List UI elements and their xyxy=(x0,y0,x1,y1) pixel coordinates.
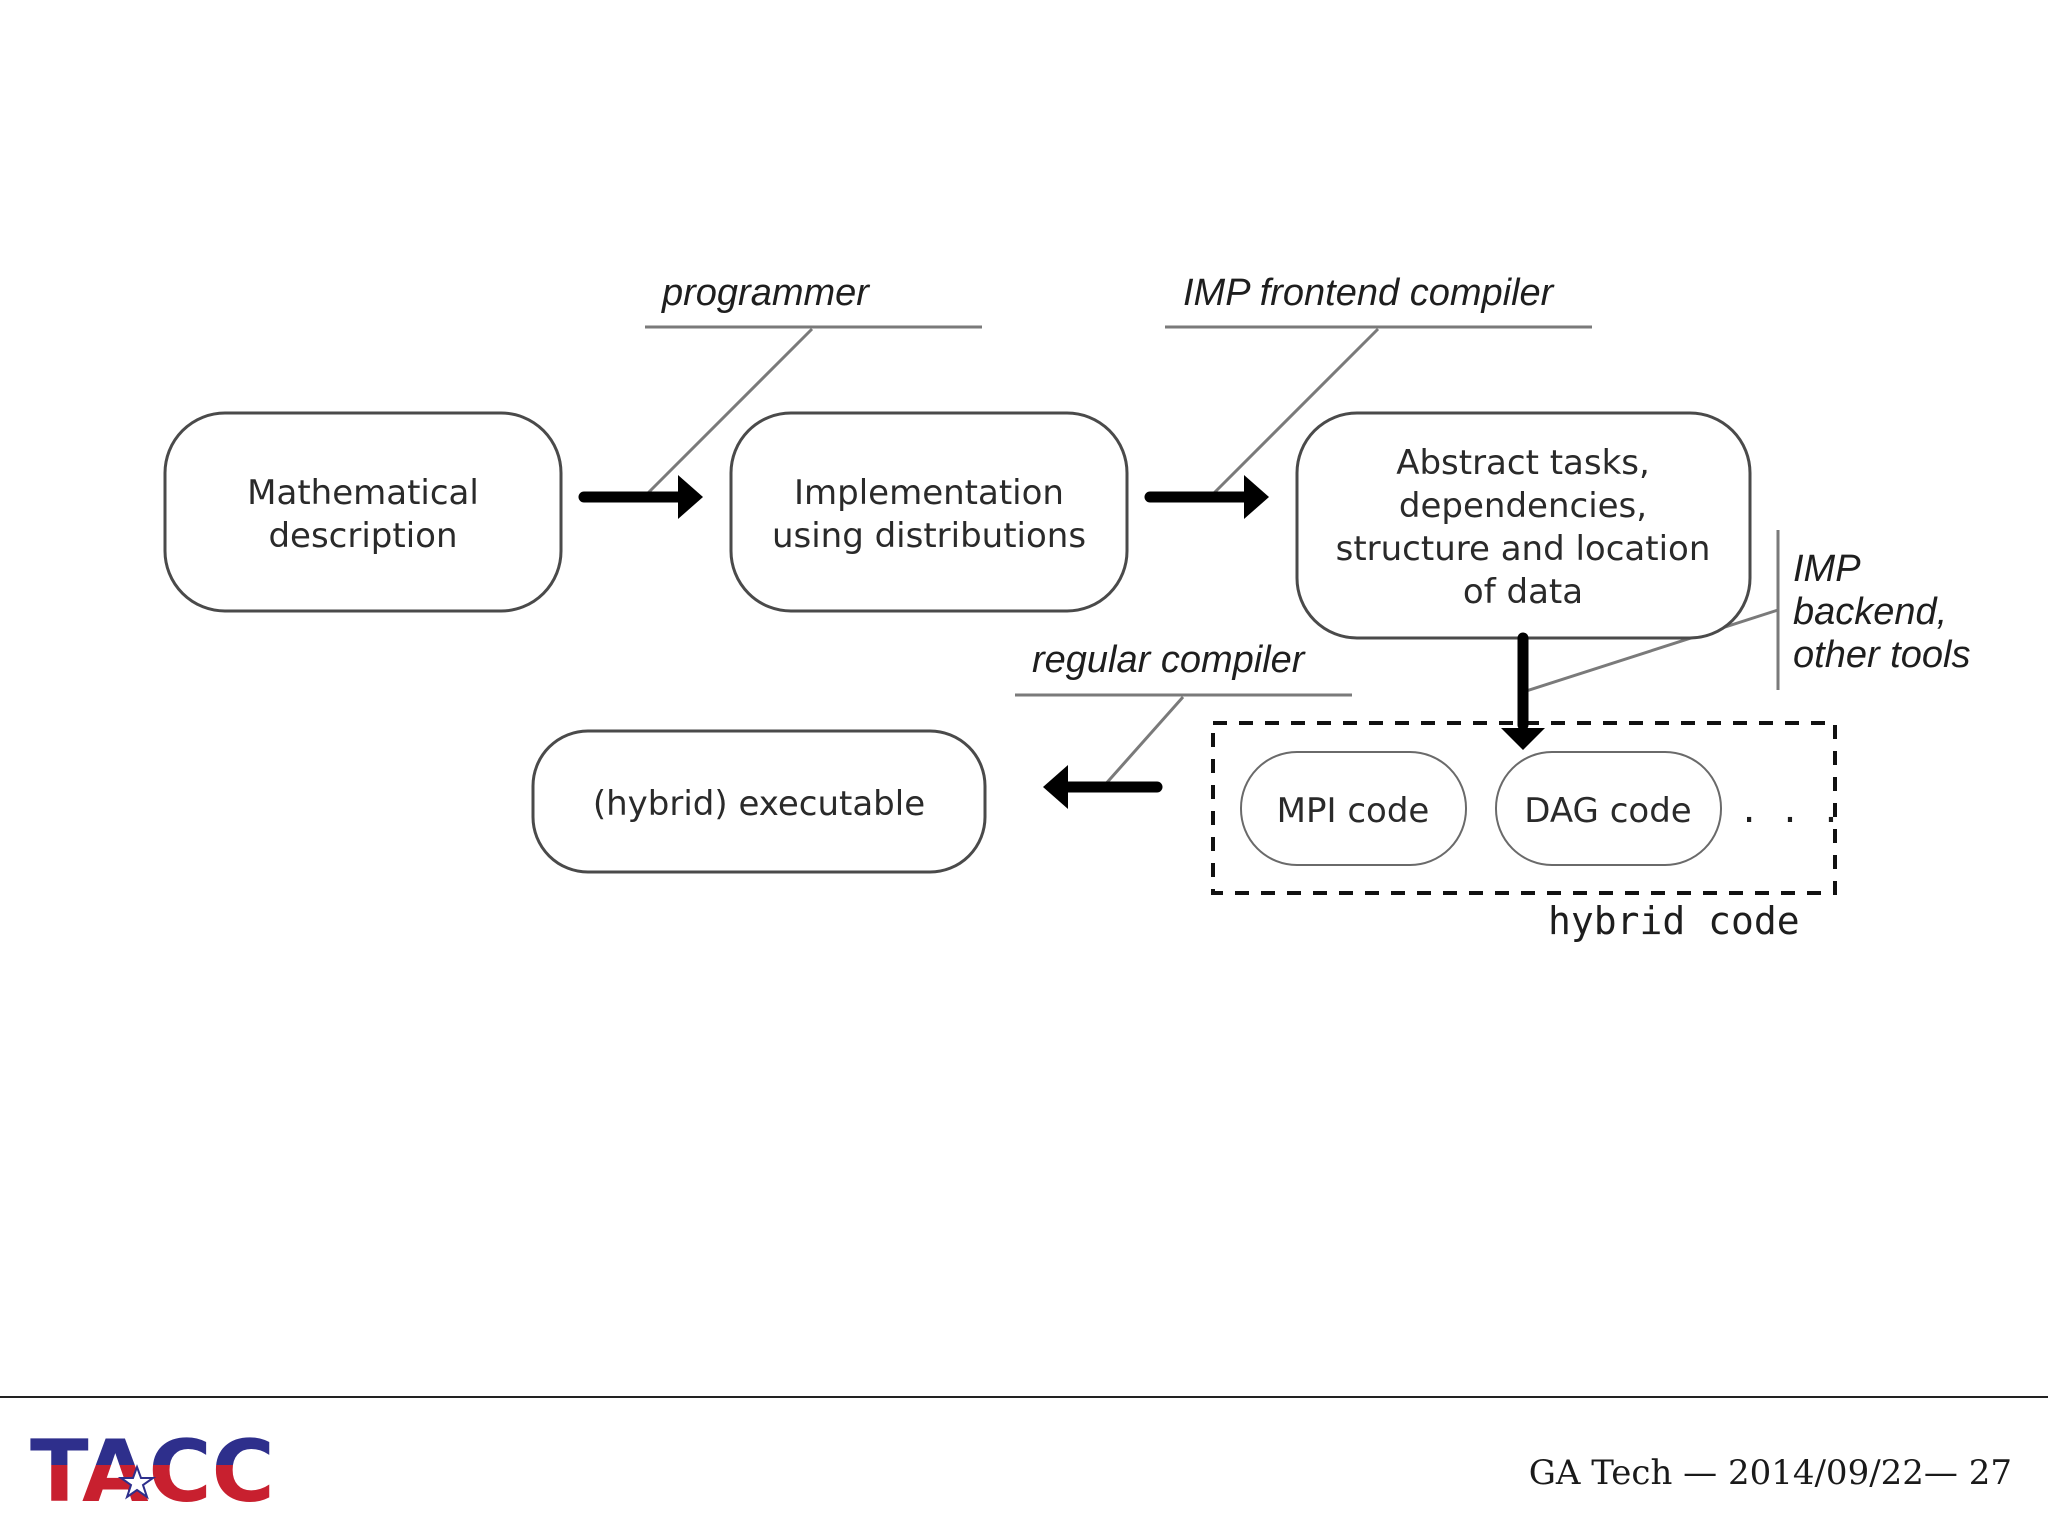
arrow-math-to-impl xyxy=(578,475,703,519)
node-abstract-line2: dependencies, xyxy=(1399,486,1647,526)
node-abstract-line3: structure and location xyxy=(1336,529,1711,569)
annotation-frontend-compiler: IMP frontend compiler xyxy=(1183,272,1555,314)
programmer-leader xyxy=(643,327,814,498)
annotation-programmer: programmer xyxy=(661,272,870,314)
hybrid-code-group: MPI code DAG code . . . hybrid code xyxy=(1211,721,1841,943)
node-abstract-line4: of data xyxy=(1463,572,1583,612)
frontend-leader xyxy=(1209,327,1380,498)
node-impl-line1: Implementation xyxy=(794,473,1064,513)
node-executable: (hybrid) executable xyxy=(531,729,987,874)
svg-text:TACC: TACC xyxy=(30,1425,275,1505)
regular-leader xyxy=(1101,696,1185,788)
annotation-backend-line2: backend, xyxy=(1793,591,1947,633)
node-math: Mathematical description xyxy=(163,411,563,613)
hybrid-code-label: hybrid code xyxy=(1548,899,1800,943)
backend-leader xyxy=(1522,608,1779,694)
node-mpi xyxy=(1240,751,1467,866)
arrows xyxy=(578,475,1545,809)
node-mpi-label: MPI code xyxy=(1277,791,1430,831)
node-abstract-line1: Abstract tasks, xyxy=(1396,443,1650,483)
annotation-backend-line3: other tools xyxy=(1793,634,1970,676)
star-icon xyxy=(117,1464,157,1500)
tacc-logo-lettering: TACC TACC xyxy=(30,1425,275,1505)
annotation-regular-compiler: regular compiler xyxy=(1032,639,1306,681)
arrow-abstract-to-hybrid xyxy=(1501,632,1545,750)
node-math-line2: description xyxy=(268,516,457,556)
footer-text: GA Tech — 2014/09/22— 27 xyxy=(1528,1453,2012,1493)
annotation-lines xyxy=(643,325,1780,788)
node-impl-line2: using distributions xyxy=(772,516,1086,556)
svg-text:TACC: TACC xyxy=(30,1425,275,1505)
arrow-impl-to-abstract xyxy=(1144,475,1269,519)
node-impl: Implementation using distributions xyxy=(729,411,1129,613)
node-dag-label: DAG code xyxy=(1524,791,1691,831)
node-math-line1: Mathematical xyxy=(247,473,479,513)
tacc-logo: TACC TACC xyxy=(30,1425,275,1505)
node-ellipsis: . . . xyxy=(1739,791,1841,831)
node-abstract: Abstract tasks, dependencies, structure … xyxy=(1295,411,1752,640)
node-executable-label: (hybrid) executable xyxy=(593,784,925,824)
annotation-backend-line1: IMP xyxy=(1793,548,1861,590)
node-dag xyxy=(1495,751,1722,866)
arrow-hybrid-to-executable xyxy=(1043,765,1163,809)
footer-rule xyxy=(0,1396,2048,1398)
